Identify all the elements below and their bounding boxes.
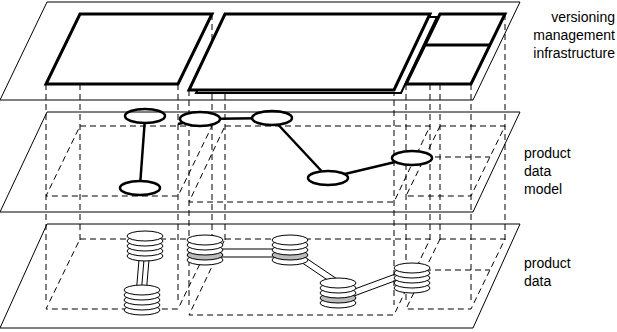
layer-plane: versioning management infrastructure bbox=[0, 0, 617, 104]
model-graph-links bbox=[140, 118, 412, 186]
layer-label: versioning management infrastructure bbox=[500, 8, 615, 62]
layer-plane: product data bbox=[0, 222, 617, 332]
layer-label: product data bbox=[524, 254, 584, 290]
plane-outline bbox=[0, 0, 617, 104]
layer-label: product data model bbox=[524, 144, 584, 198]
model-entities bbox=[120, 109, 432, 195]
data-stores bbox=[124, 231, 430, 315]
layer-plane: product data model bbox=[0, 110, 617, 216]
infrastructure-boxes bbox=[46, 14, 505, 93]
projection-lines bbox=[46, 14, 505, 315]
data-links bbox=[136, 248, 400, 296]
